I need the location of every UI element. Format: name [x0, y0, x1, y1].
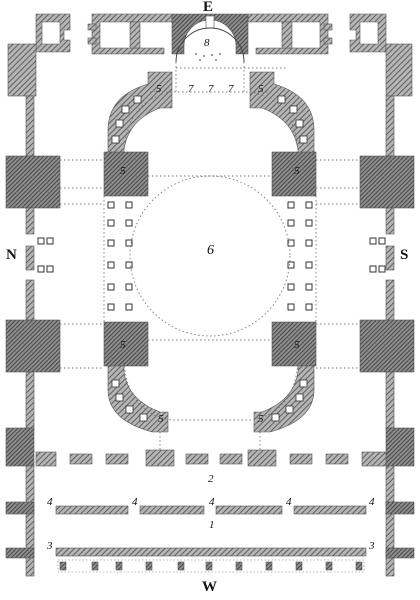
label-exonarthex-door-right: 3 [369, 540, 375, 552]
label-apse: 8 [204, 37, 210, 49]
apse-curve [175, 27, 245, 63]
direction-east-label: E [203, 0, 214, 15]
exonarthex-wall [5, 547, 415, 559]
label-outer-narthex: 1 [209, 519, 215, 531]
south-wall [359, 43, 415, 577]
label-exonarthex-door-left: 3 [47, 540, 53, 552]
east-chambers [35, 13, 387, 55]
nave-west-wall [35, 449, 387, 467]
label-narthex-door-3: 4 [209, 496, 215, 508]
north-wall [5, 43, 61, 577]
nave-columns [107, 201, 313, 311]
nave-structure [103, 71, 317, 433]
label-pier-se: 5 [258, 83, 264, 95]
direction-south-label: S [400, 247, 409, 263]
portico-outline [57, 559, 365, 573]
direction-west-label: W [202, 579, 217, 595]
label-synthronon-1: 7 [188, 83, 194, 95]
inner-narthex-wall [5, 501, 415, 515]
label-narthex-door-2: 4 [132, 496, 138, 508]
label-inner-narthex: 2 [208, 473, 214, 485]
label-pier-ne: 5 [156, 83, 162, 95]
label-pier-north-east-main: 5 [120, 165, 126, 177]
label-narthex-door-4: 4 [286, 496, 292, 508]
direction-north-label: N [6, 247, 17, 263]
exedra-niches [111, 95, 308, 422]
label-narthex-door-5: 4 [369, 496, 375, 508]
label-pier-nw: 5 [158, 413, 164, 425]
outer-portico [59, 561, 363, 571]
dome-outlines [60, 62, 360, 452]
apse-dots [195, 53, 221, 61]
label-nave: 6 [207, 243, 214, 258]
label-synthronon-2: 7 [208, 83, 214, 95]
label-pier-north-west-main: 5 [120, 339, 126, 351]
label-pier-sw: 5 [258, 413, 264, 425]
label-narthex-door-1: 4 [47, 496, 53, 508]
label-pier-south-west-main: 5 [294, 339, 300, 351]
label-synthronon-3: 7 [228, 83, 234, 95]
aisle-columns [37, 237, 386, 273]
label-pier-south-east-main: 5 [294, 165, 300, 177]
